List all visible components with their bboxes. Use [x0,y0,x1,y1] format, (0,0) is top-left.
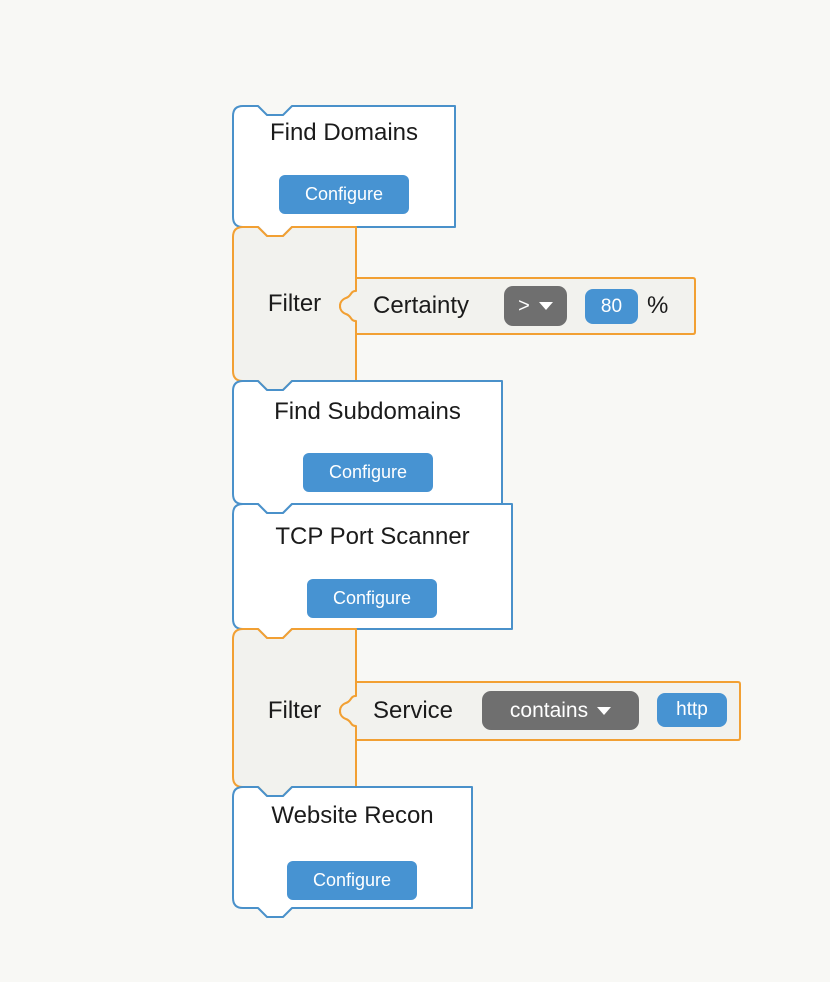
value-field-service[interactable]: http [657,693,727,727]
value-field-certainty[interactable]: 80 [585,289,638,324]
operator-value: contains [509,698,589,722]
block-title-find-subdomains: Find Subdomains [274,398,461,425]
unit-label-percent: % [647,292,669,319]
configure-button-find-domains[interactable]: Configure [279,175,409,214]
block-title-find-domains: Find Domains [269,119,419,146]
chevron-down-icon [597,706,612,715]
block-tcp-port-scanner[interactable] [232,503,513,639]
filter-label-certainty: Filter [267,290,322,317]
block-title-tcp-port-scanner: TCP Port Scanner [275,523,470,550]
filter-label-service: Filter [267,697,322,724]
operator-dropdown-certainty[interactable]: > [504,286,567,326]
condition-field-service: Service [373,697,454,724]
operator-dropdown-service[interactable]: contains [482,691,639,730]
condition-field-certainty: Certainty [373,292,470,319]
configure-button-find-subdomains[interactable]: Configure [303,453,433,492]
configure-button-website-recon[interactable]: Configure [287,861,417,900]
block-find-subdomains[interactable] [232,380,503,514]
chevron-down-icon [538,302,553,310]
operator-value: > [518,295,530,317]
block-title-website-recon: Website Recon [271,802,434,829]
configure-button-tcp-port-scanner[interactable]: Configure [307,579,437,618]
